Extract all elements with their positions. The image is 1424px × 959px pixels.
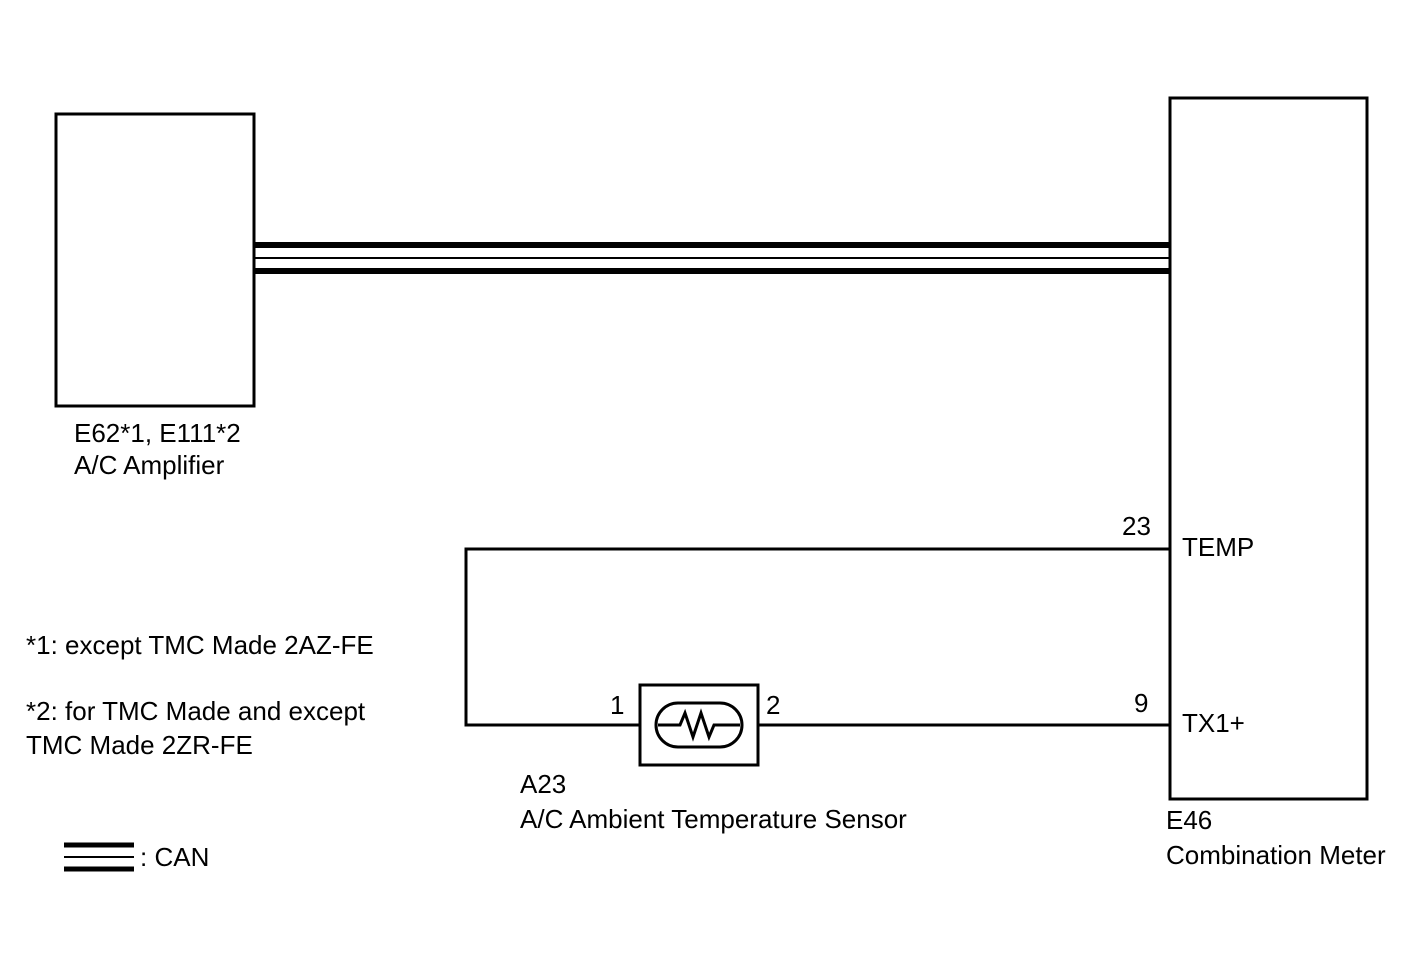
thermistor-icon (638, 683, 760, 767)
combination-meter-connector: E46 (1166, 805, 1213, 835)
can-bus-line (254, 242, 1170, 274)
meter-terminal-temp: TEMP (1182, 532, 1255, 562)
temp-wire (464, 547, 1170, 727)
meter-terminal-tx1: TX1+ (1182, 708, 1245, 738)
ac-amplifier-name: A/C Amplifier (74, 450, 225, 480)
sensor-pin-2: 2 (766, 690, 781, 720)
meter-pin-tx1: 9 (1134, 688, 1149, 718)
sensor-connector: A23 (520, 769, 567, 799)
can-legend-label: : CAN (140, 842, 210, 872)
note-2-line-1: *2: for TMC Made and except (26, 696, 366, 726)
sensor-pin-1: 1 (610, 690, 625, 720)
can-legend-icon (64, 842, 134, 872)
combination-meter-box (1168, 96, 1369, 801)
note-1: *1: except TMC Made 2AZ-FE (26, 630, 374, 660)
meter-pin-temp: 23 (1122, 511, 1151, 541)
sensor-name: A/C Ambient Temperature Sensor (520, 804, 907, 834)
ac-amplifier-connector: E62*1, E111*2 (74, 418, 241, 448)
combination-meter-name: Combination Meter (1166, 840, 1386, 870)
note-2-line-2: TMC Made 2ZR-FE (26, 730, 253, 760)
ac-amplifier-box (54, 112, 256, 408)
